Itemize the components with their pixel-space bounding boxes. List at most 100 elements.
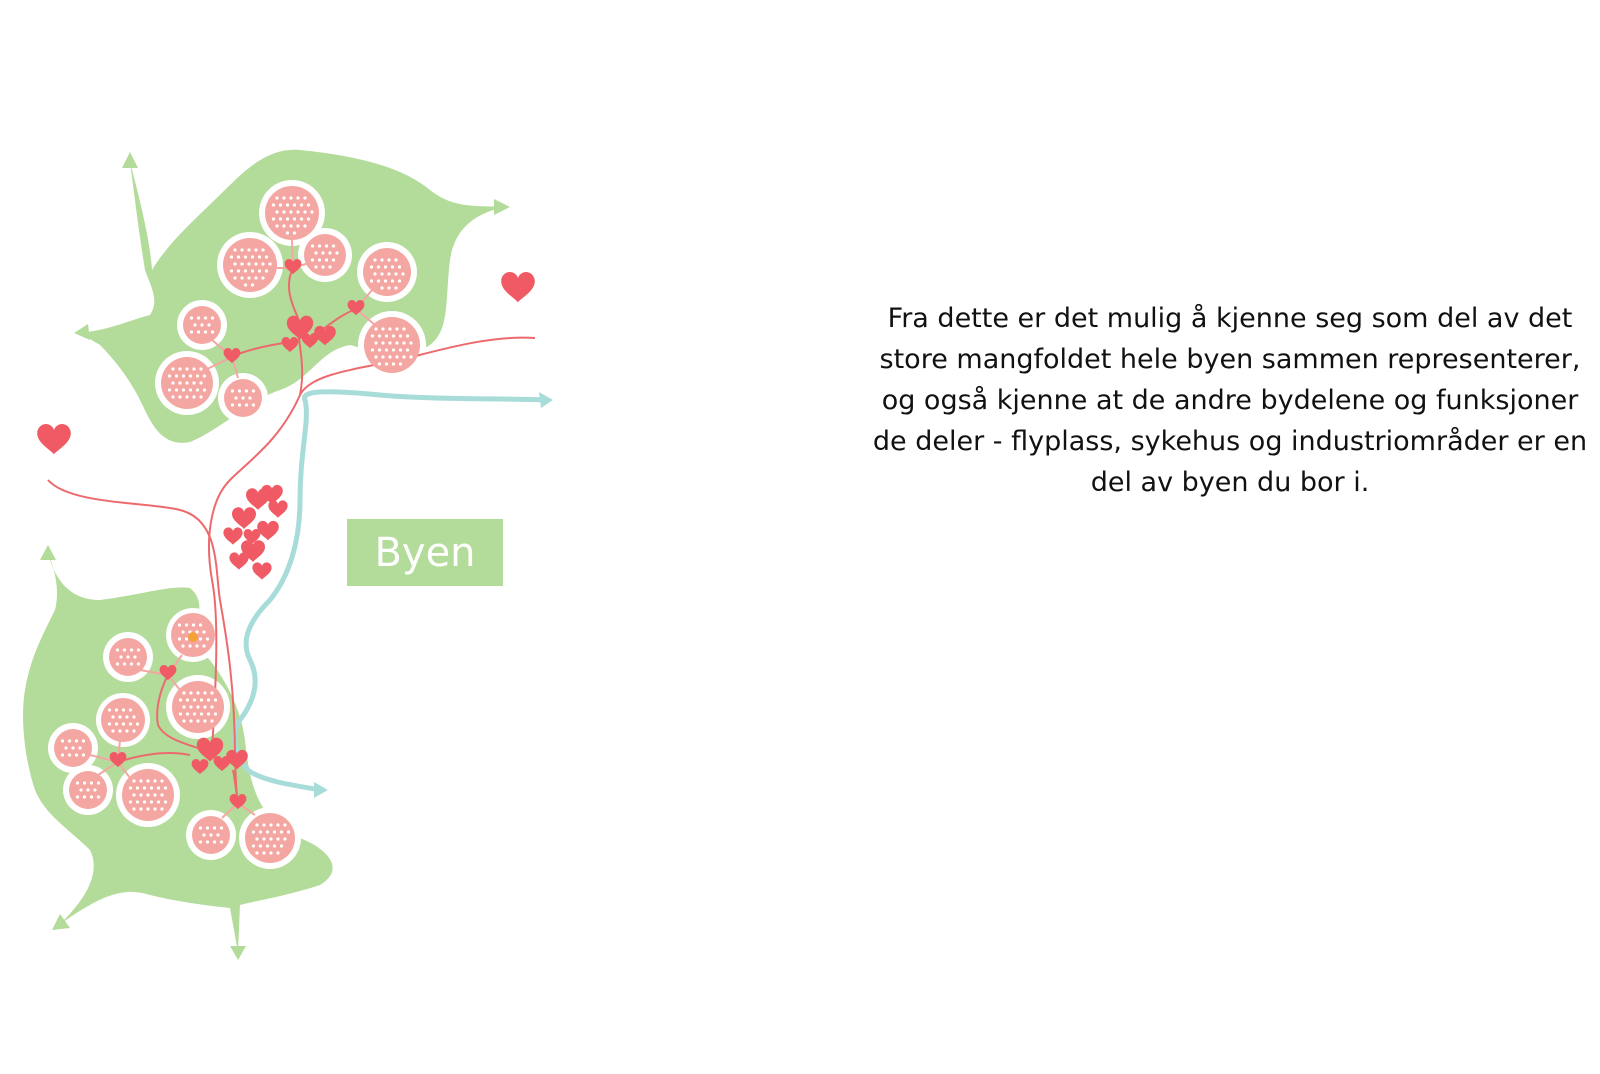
- resident-dot: [268, 262, 272, 266]
- resident-dot: [185, 712, 190, 716]
- resident-dot: [188, 388, 193, 392]
- resident-dot: [331, 258, 336, 262]
- resident-dot: [206, 698, 211, 702]
- resident-dot: [402, 327, 406, 331]
- resident-dot: [292, 231, 297, 235]
- resident-dot: [198, 840, 203, 844]
- resident-dot: [241, 396, 245, 400]
- heart-icon: [229, 552, 249, 570]
- resident-dot: [331, 244, 336, 248]
- resident-dot: [79, 788, 83, 792]
- resident-dot: [247, 276, 251, 280]
- resident-dot: [324, 244, 329, 248]
- resident-dot: [299, 217, 304, 221]
- resident-dot: [153, 779, 157, 783]
- resident-dot: [243, 269, 248, 273]
- resident-dot: [388, 341, 392, 345]
- resident-dot: [264, 269, 269, 273]
- resident-dot: [388, 355, 392, 359]
- caption: Fra dette er det mulig å kjenne seg som …: [860, 298, 1600, 503]
- resident-dot: [387, 258, 391, 262]
- resident-dot: [285, 217, 290, 221]
- resident-dot: [328, 251, 332, 255]
- resident-dot: [82, 781, 87, 785]
- resident-dot: [121, 708, 126, 712]
- resident-dot: [234, 396, 238, 400]
- resident-dot: [391, 334, 396, 338]
- resident-dot: [202, 388, 207, 392]
- resident-dot: [262, 837, 266, 841]
- resident-dot: [373, 258, 377, 262]
- resident-dot: [279, 844, 284, 848]
- resident-dot: [128, 722, 133, 726]
- resident-dot: [380, 286, 384, 290]
- resident-dot: [282, 224, 286, 228]
- resident-dot: [185, 367, 189, 371]
- resident-dot: [376, 279, 381, 283]
- resident-dot: [250, 255, 255, 259]
- resident-dot: [198, 623, 203, 627]
- resident-dot: [174, 374, 179, 378]
- resident-dot: [118, 715, 122, 719]
- resident-dot: [196, 330, 201, 334]
- resident-dot: [146, 807, 150, 811]
- resident-dot: [129, 648, 134, 652]
- resident-dot: [198, 826, 203, 830]
- resident-dot: [264, 255, 269, 259]
- resident-dot: [182, 719, 186, 723]
- resident-dot: [395, 341, 399, 345]
- resident-dot: [233, 276, 237, 280]
- resident-dot: [181, 644, 185, 648]
- resident-dot: [317, 244, 322, 248]
- resident-dot: [314, 251, 318, 255]
- resident-dot: [163, 786, 168, 790]
- resident-dot: [401, 272, 405, 276]
- resident-dot: [71, 746, 75, 750]
- resident-dot: [255, 823, 259, 827]
- resident-dot: [292, 217, 297, 221]
- resident-dot: [282, 196, 286, 200]
- resident-dot: [303, 196, 307, 200]
- resident-dot: [391, 362, 396, 366]
- resident-dot: [202, 833, 206, 837]
- resident-dot: [402, 355, 406, 359]
- resident-dot: [276, 851, 280, 855]
- resident-dot: [198, 637, 203, 641]
- resident-dot: [285, 231, 290, 235]
- resident-dot: [122, 648, 127, 652]
- resident-dot: [189, 330, 194, 334]
- resident-dot: [272, 830, 277, 834]
- resident-dot: [254, 262, 258, 266]
- resident-dot: [139, 793, 143, 797]
- resident-dot: [199, 698, 204, 702]
- resident-dot: [321, 265, 325, 269]
- resident-dot: [75, 795, 80, 799]
- resident-dot: [381, 341, 385, 345]
- resident-dot: [210, 330, 215, 334]
- resident-dot: [233, 248, 237, 252]
- resident-dot: [196, 691, 200, 695]
- resident-dot: [397, 279, 402, 283]
- resident-dot: [205, 637, 210, 641]
- resident-dot: [321, 251, 325, 255]
- resident-dot: [380, 272, 384, 276]
- resident-dot: [111, 715, 115, 719]
- resident-dot: [203, 316, 208, 320]
- resident-dot: [178, 395, 182, 399]
- resident-dot: [391, 348, 396, 352]
- resident-dot: [202, 374, 207, 378]
- resident-dot: [184, 623, 189, 627]
- resident-dot: [405, 334, 410, 338]
- resident-dot: [240, 248, 244, 252]
- resident-dot: [107, 708, 112, 712]
- resident-dot: [271, 217, 276, 221]
- resident-dot: [213, 698, 218, 702]
- resident-dot: [370, 334, 375, 338]
- resident-dot: [383, 265, 388, 269]
- resident-dot: [149, 800, 154, 804]
- resident-dot: [189, 691, 193, 695]
- resident-dot: [377, 362, 382, 366]
- resident-dot: [409, 355, 413, 359]
- resident-dot: [207, 323, 211, 327]
